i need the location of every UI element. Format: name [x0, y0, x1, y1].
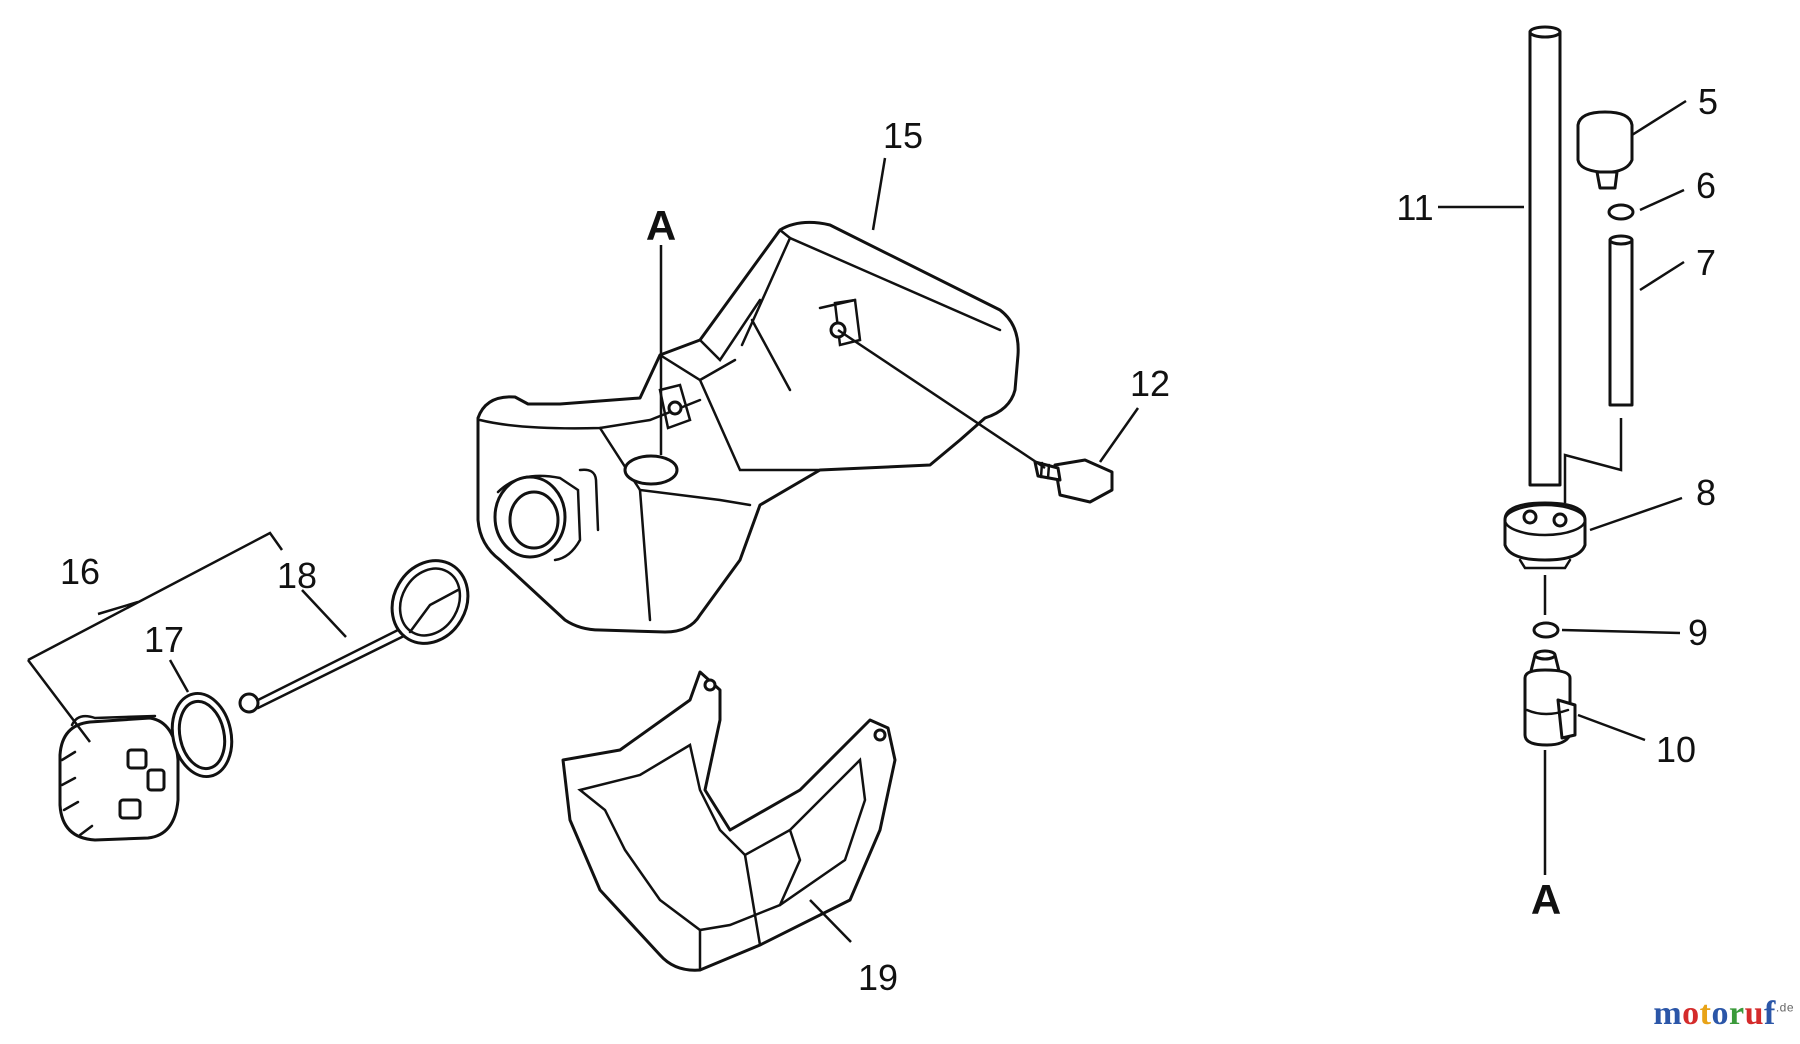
watermark-letter: r: [1728, 995, 1745, 1032]
leader-19: [809, 899, 852, 943]
part-label-17: 17: [144, 619, 184, 660]
part-label-6: 6: [1696, 165, 1716, 206]
part-label-12: 12: [1130, 363, 1170, 404]
leader-5: [1631, 99, 1687, 137]
leader-6: [1639, 188, 1685, 212]
leader-16-bracket: [27, 531, 284, 743]
leader-12: [1098, 407, 1140, 463]
cap-retainer-strap[interactable]: [238, 547, 483, 714]
leader-9: [1561, 628, 1681, 635]
reference-label-top: A: [646, 202, 676, 249]
gasket-ring[interactable]: [165, 688, 239, 782]
tank-grommet[interactable]: [1503, 501, 1587, 570]
leader-10: [1577, 713, 1646, 742]
fuel-cap[interactable]: [58, 714, 180, 842]
watermark-letter: f: [1763, 995, 1776, 1032]
site-watermark: motoruf.de: [1653, 995, 1794, 1033]
o-ring-small[interactable]: [1607, 203, 1635, 221]
o-ring-filter[interactable]: [1532, 621, 1560, 639]
part-label-18: 18: [277, 555, 317, 596]
leader-18: [301, 589, 347, 638]
screw-leader-dashed: [837, 328, 1046, 470]
leader-7: [1639, 260, 1685, 292]
part-label-5: 5: [1698, 81, 1718, 122]
part-label-8: 8: [1696, 472, 1716, 513]
part-label-10: 10: [1656, 729, 1696, 770]
connector-hose-to-grommet: [1563, 418, 1623, 503]
watermark-letter: o: [1711, 995, 1729, 1032]
return-hose[interactable]: [1608, 234, 1634, 407]
leader-17: [168, 659, 190, 693]
leader-15: [871, 157, 887, 231]
fuel-tank[interactable]: [476, 220, 1020, 634]
vent-plug[interactable]: [1576, 110, 1634, 190]
fuel-filter[interactable]: [1523, 649, 1577, 747]
part-label-7: 7: [1696, 242, 1716, 283]
watermark-letter: o: [1682, 995, 1700, 1032]
part-label-19: 19: [858, 957, 898, 998]
watermark-letter: t: [1699, 995, 1712, 1032]
screw[interactable]: [1033, 458, 1114, 504]
leader-8: [1589, 496, 1683, 532]
watermark-letter: m: [1653, 995, 1683, 1032]
part-label-15: 15: [883, 115, 923, 156]
watermark-letter: u: [1744, 995, 1764, 1032]
part-label-16: 16: [60, 551, 100, 592]
tank-bracket[interactable]: [561, 670, 897, 972]
fuel-line-tube[interactable]: [1528, 25, 1562, 487]
part-label-9: 9: [1688, 612, 1708, 653]
reference-label-bottom: A: [1531, 876, 1561, 923]
part-label-11: 11: [1396, 187, 1433, 228]
watermark-suffix: .de: [1775, 1000, 1794, 1015]
